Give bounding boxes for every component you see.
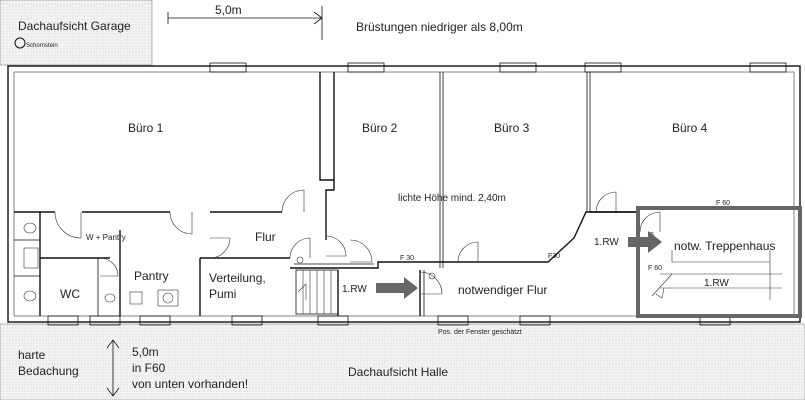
dimension-label-1: 5,0m	[132, 345, 159, 359]
room-label-buero-1: Büro 1	[128, 121, 164, 135]
room-label-w-pantry: W + Pantry	[86, 233, 126, 242]
room-label-treppenhaus: notw. Treppenhaus	[674, 239, 775, 253]
clear-height-label: lichte Höhe mind. 2,40m	[398, 193, 506, 204]
escape-arrow-2	[628, 231, 662, 253]
fire-rating-f60-left: F 60	[648, 265, 662, 272]
top-dimension-label: 5,0m	[215, 3, 242, 17]
bottom-windows	[47, 315, 731, 326]
room-label-pumi: Pumi	[209, 287, 236, 301]
room-label-verteilung: Verteilung,	[209, 271, 266, 285]
chimney-icon	[14, 37, 26, 49]
stairwell-enclosure	[636, 206, 802, 318]
outer-wall	[7, 65, 801, 323]
garage-roof-label: Dachaufsicht Garage	[18, 19, 131, 33]
room-label-flur: Flur	[255, 230, 276, 244]
room-label-notwendiger-flur: notwendiger Flur	[458, 283, 547, 297]
windows-note: Pos. der Fenster geschätzt	[438, 329, 522, 336]
dimension-label-2: in F60	[132, 361, 166, 375]
bottom-dimension	[106, 339, 120, 397]
top-windows	[209, 62, 787, 73]
escape-route-label-1: 1.RW	[342, 284, 367, 295]
escape-route-label-3: 1.RW	[704, 278, 729, 289]
door-swings	[54, 189, 661, 295]
escape-arrow-1	[376, 277, 418, 299]
room-label-buero-3: Büro 3	[494, 121, 530, 135]
fire-rating-f30-a: F 30	[400, 255, 414, 262]
garage-roof-area	[0, 0, 153, 66]
hard-roofing-label-1: harte	[18, 348, 46, 362]
parapet-label: Brüstungen niedriger als 8,00m	[356, 20, 523, 34]
escape-route-label-2: 1.RW	[594, 237, 619, 248]
room-label-wc: WC	[60, 287, 80, 301]
room-label-buero-4: Büro 4	[672, 121, 708, 135]
top-dimension	[167, 6, 323, 40]
room-label-pantry: Pantry	[134, 269, 169, 283]
hall-roof-label: Dachaufsicht Halle	[348, 365, 448, 379]
outer-wall-inner	[13, 71, 795, 317]
dimension-label-3: von unten vorhanden!	[132, 377, 248, 391]
chimney-label: Schornstein	[26, 43, 58, 49]
hard-roofing-label-2: Bedachung	[18, 364, 79, 378]
fire-rating-f30-b: F30	[548, 253, 560, 260]
stair-steps	[297, 270, 332, 314]
fire-rating-f60-top: F 60	[716, 200, 730, 207]
stairwell-lines	[651, 250, 782, 300]
room-label-buero-2: Büro 2	[362, 121, 398, 135]
sanitary-fixtures	[23, 222, 436, 307]
hall-roof-area	[0, 323, 805, 400]
